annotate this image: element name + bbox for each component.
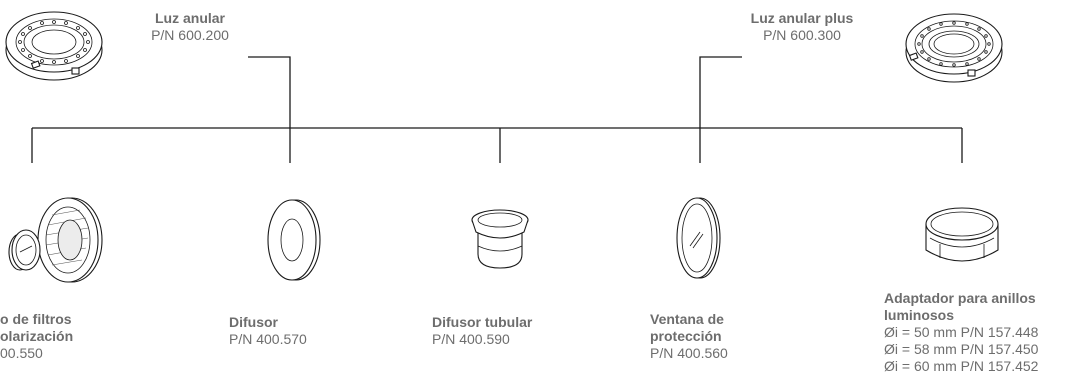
ring-light-plus-label: Luz anular plus P/N 600.300	[722, 10, 882, 44]
adapter-label: Adaptador para anillos luminosos Øi = 50…	[884, 290, 1039, 374]
diffuser-label: Difusor P/N 400.570	[229, 314, 307, 347]
polarization-filter-label: o de filtros olarización 00.550	[0, 311, 74, 361]
tubular-diffuser-label: Difusor tubular P/N 400.590	[432, 314, 533, 347]
part-number: P/N 600.300	[763, 27, 841, 43]
ring-light-label: Luz anular P/N 600.200	[110, 10, 270, 44]
product-title: Luz anular plus	[750, 10, 854, 26]
product-title: Luz anular	[154, 10, 225, 26]
protective-window-label: Ventana de protección P/N 400.560	[650, 311, 728, 361]
part-number: P/N 600.200	[151, 27, 229, 43]
